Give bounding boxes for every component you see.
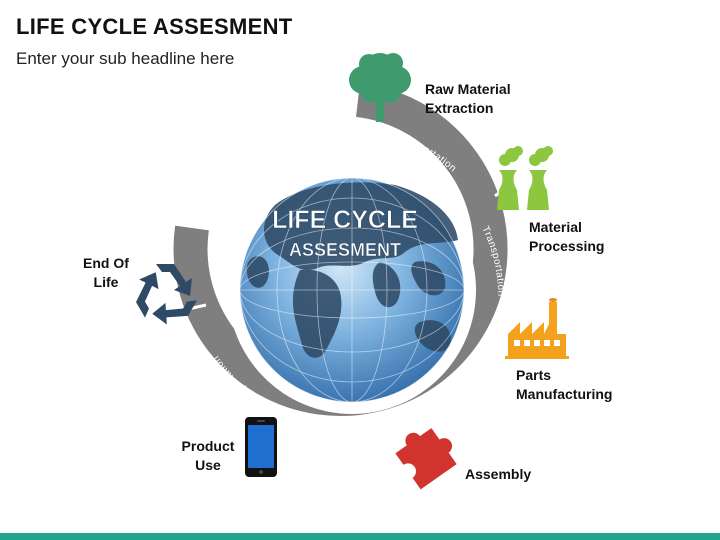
smartphone-icon: [245, 417, 277, 477]
globe-title-line2: ASSESMENT: [289, 240, 401, 260]
stage-label-product-use: Product Use: [176, 437, 240, 475]
globe-title-line1: LIFE CYCLE: [272, 206, 418, 234]
footer-accent-bar: [0, 533, 720, 540]
stage-label-assembly: Assembly: [465, 465, 531, 484]
stage-label-material-processing: Material Processing: [529, 218, 604, 256]
stage-label-line: End Of: [83, 255, 129, 271]
page-title: LIFE CYCLE ASSESMENT: [16, 14, 293, 39]
stage-label-line: Processing: [529, 238, 605, 254]
stage-label-line: Material: [529, 219, 582, 235]
stage-label-line: Manufacturing: [516, 386, 613, 402]
puzzle-piece-icon: [395, 428, 457, 490]
stage-label-parts-manufacturing: Parts Manufacturing: [516, 366, 612, 404]
ring-separator: [502, 318, 545, 332]
stage-label-line: Parts: [516, 367, 552, 383]
factory-chimneys-icon: [497, 146, 553, 210]
stage-label-line: Assembly: [465, 466, 532, 482]
stage-label-line: Product: [181, 438, 235, 454]
globe: LIFE CYCLE ASSESMENT: [228, 166, 476, 414]
ring-separator: [422, 410, 454, 445]
stage-label-end-of-life: End Of Life: [76, 254, 136, 292]
factory-icon: [505, 298, 569, 359]
stage-label-line: Life: [93, 274, 119, 290]
tree-icon: [349, 53, 411, 122]
recycle-icon: [136, 264, 197, 325]
ring-label: Transportation: [323, 419, 397, 440]
stage-label-raw-material: Raw Material Extraction: [425, 80, 511, 118]
stage-label-line: Use: [195, 457, 221, 473]
stage-label-line: Raw Material: [425, 81, 511, 97]
ring-label-text: Transportation: [323, 419, 396, 440]
page-subtitle: Enter your sub headline here: [16, 49, 235, 68]
stage-label-line: Extraction: [425, 100, 494, 116]
